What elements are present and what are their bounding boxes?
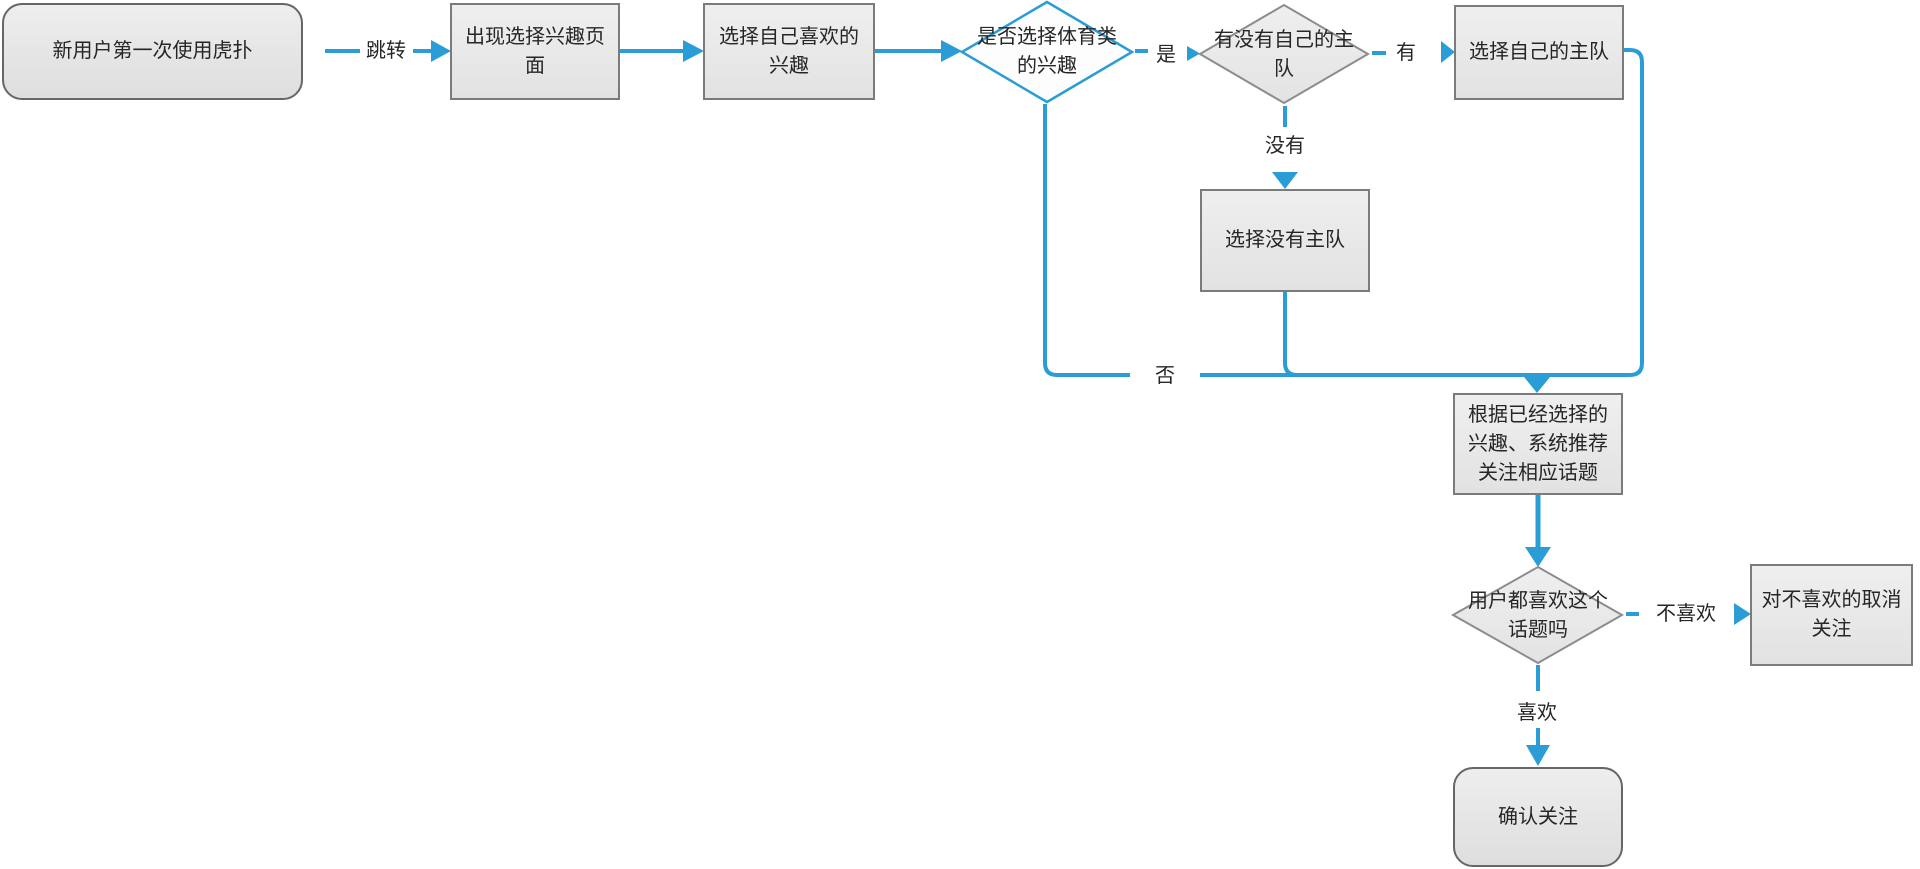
node-confirm: 确认关注	[1453, 767, 1623, 867]
arrowhead-into-team-decision	[1187, 46, 1200, 61]
node-like-decision-label: 用户都喜欢这个话题吗	[1468, 590, 1608, 641]
arrowhead-into-pick-interest	[683, 40, 704, 62]
node-pick-team: 选择自己的主队	[1454, 5, 1624, 100]
node-start: 新用户第一次使用虎扑	[2, 3, 303, 100]
node-team-decision-label: 有没有自己的主队	[1214, 29, 1354, 80]
arrowhead-into-like-decision	[1525, 547, 1551, 567]
arrowhead-into-confirm	[1526, 745, 1550, 766]
diamond-team-decision	[1198, 3, 1370, 105]
edge-label-like: 喜欢	[1517, 702, 1557, 724]
edge-label-none: 没有	[1265, 135, 1305, 157]
arrowhead-into-pick-team	[1441, 41, 1455, 63]
edge-label-yes: 是	[1156, 44, 1176, 66]
edge-label-has: 有	[1396, 42, 1416, 64]
arrowhead-into-interest-page	[431, 40, 451, 62]
edge-pick-team-to-merge	[1624, 48, 1644, 377]
node-sports-decision-label: 是否选择体育类的兴趣	[977, 26, 1117, 77]
edge-no-branch-left	[1043, 104, 1130, 377]
node-pick-interest: 选择自己喜欢的兴趣	[703, 3, 875, 100]
edge-no-team-to-merge	[1283, 292, 1298, 377]
arrowhead-into-recommend	[1524, 377, 1550, 393]
edge-label-no: 否	[1155, 365, 1175, 387]
edge-label-jump: 跳转	[366, 40, 406, 62]
arrowhead-into-sports-decision	[941, 40, 962, 62]
node-interest-page: 出现选择兴趣页面	[450, 3, 620, 100]
diamond-sports-decision	[959, 0, 1135, 104]
node-recommend: 根据已经选择的兴趣、系统推荐关注相应话题	[1453, 393, 1623, 495]
arrowhead-into-no-team	[1272, 172, 1298, 189]
edge-label-dislike: 不喜欢	[1656, 603, 1716, 625]
arrowhead-into-unfollow	[1734, 603, 1751, 625]
node-unfollow: 对不喜欢的取消关注	[1750, 564, 1913, 666]
node-no-team: 选择没有主队	[1200, 189, 1370, 292]
diamond-like-decision	[1450, 565, 1625, 665]
